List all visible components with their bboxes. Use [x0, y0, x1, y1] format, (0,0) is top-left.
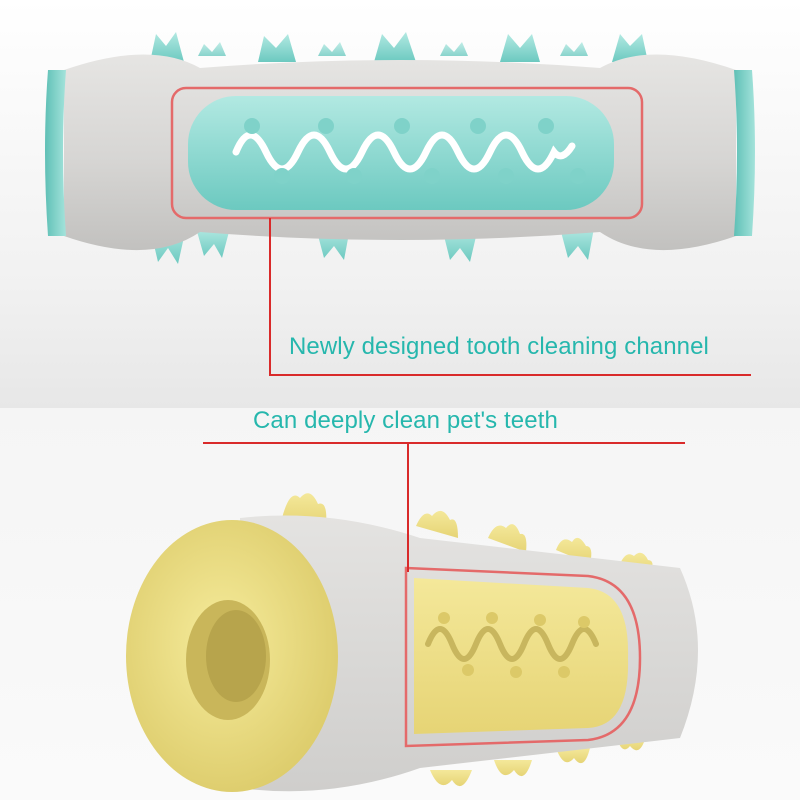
- top-spike-row: [150, 32, 648, 62]
- channel-highlight-frame: [404, 566, 642, 748]
- teal-chew-toy-photo: [45, 32, 755, 264]
- bottom-product-panel: [0, 408, 800, 800]
- left-end-cap: [45, 70, 66, 236]
- top-leader-vertical: [269, 218, 271, 376]
- top-product-panel: Newly designed tooth cleaning channel: [0, 0, 800, 408]
- channel-highlight-frame: [170, 86, 644, 220]
- bottom-leader-vertical: [407, 442, 409, 572]
- channel-nubs: [438, 612, 590, 678]
- bottom-caption: Can deeply clean pet's teeth: [253, 407, 558, 434]
- wave-groove: [425, 626, 599, 662]
- right-end-cap: [734, 70, 755, 236]
- top-caption: Newly designed tooth cleaning channel: [289, 333, 709, 360]
- channel-nubs: [244, 118, 586, 184]
- yellow-chew-toy-photo: [126, 493, 698, 792]
- bottom-leader-horizontal: [203, 442, 685, 444]
- wave-groove: [232, 131, 576, 173]
- top-leader-horizontal: [269, 374, 751, 376]
